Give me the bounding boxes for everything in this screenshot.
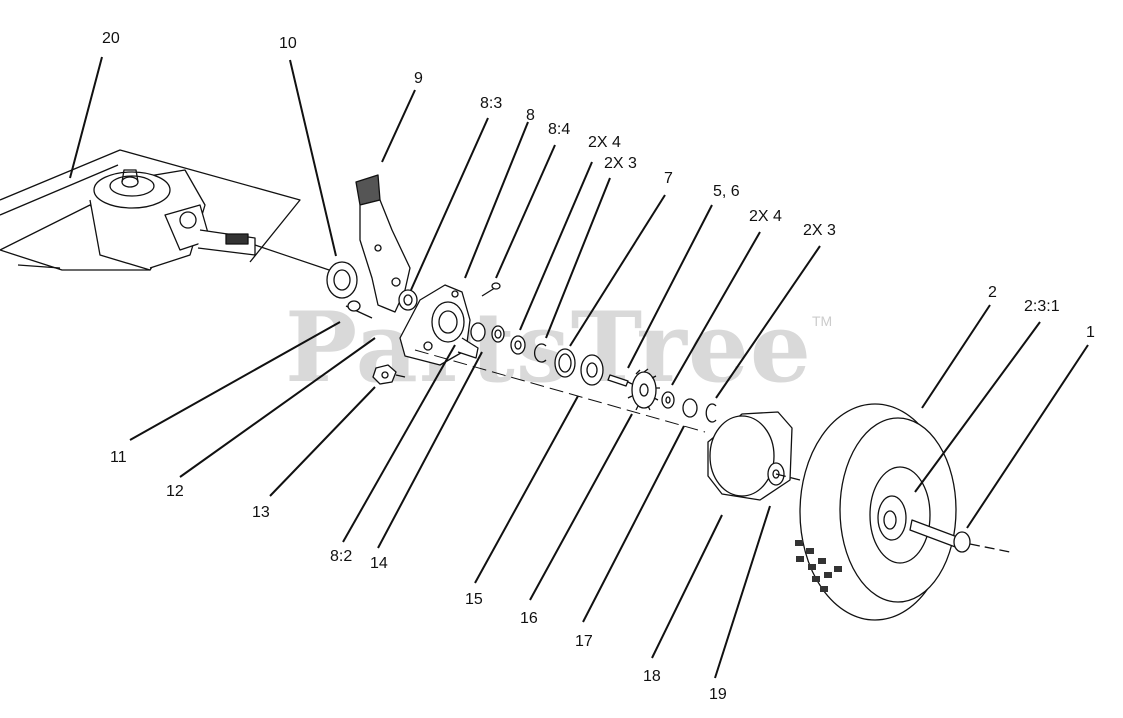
callout-8-3: 8:3 xyxy=(480,95,503,112)
bolt xyxy=(345,300,373,319)
callout-2x4-left: 2X 4 xyxy=(588,134,621,151)
callout-8-2: 8:2 xyxy=(330,548,353,565)
drive-key xyxy=(607,374,629,387)
callout-13: 13 xyxy=(252,504,270,521)
callout-12: 12 xyxy=(166,483,184,500)
axle-centerline xyxy=(414,349,706,433)
bearing-15 xyxy=(580,354,604,386)
height-adjust-bracket xyxy=(355,174,411,313)
callout-8-4: 8:4 xyxy=(548,121,571,138)
flat-washer-2 xyxy=(510,335,526,355)
pivot-bushing xyxy=(398,289,418,311)
callout-14: 14 xyxy=(370,555,388,572)
watermark-trademark: TM xyxy=(812,313,833,329)
leader-lines xyxy=(69,56,1089,679)
callout-2x4-right: 2X 4 xyxy=(749,208,782,225)
callout-17: 17 xyxy=(575,633,593,650)
retaining-clip-2 xyxy=(705,403,717,423)
callout-16: 16 xyxy=(520,610,538,627)
gear-seal xyxy=(554,348,576,378)
watermark-text: PartsTree xyxy=(285,291,812,404)
hex-nut xyxy=(372,364,406,385)
callout-7: 7 xyxy=(664,170,673,187)
spacer-17 xyxy=(682,398,698,418)
callout-8: 8 xyxy=(526,107,535,124)
flat-washer-1 xyxy=(491,325,505,343)
callout-5-6: 5, 6 xyxy=(713,183,740,200)
flat-washer-3 xyxy=(661,391,675,409)
callout-1: 1 xyxy=(1086,324,1095,341)
transmission-housing xyxy=(0,149,336,273)
callout-11: 11 xyxy=(110,449,127,466)
rear-wheel xyxy=(795,403,957,621)
gear-housing-plate xyxy=(399,284,479,366)
callout-10: 10 xyxy=(279,35,297,52)
callout-18: 18 xyxy=(643,668,661,685)
callout-2x3-right: 2X 3 xyxy=(803,222,836,239)
callout-19: 19 xyxy=(709,686,727,703)
spacer-washer xyxy=(326,261,358,299)
callout-20: 20 xyxy=(102,30,120,47)
callout-2-3-1: 2:3:1 xyxy=(1024,298,1060,315)
callout-2x3-left: 2X 3 xyxy=(604,155,637,172)
callout-2: 2 xyxy=(988,284,997,301)
housing-screw xyxy=(481,282,501,297)
retaining-clip-1 xyxy=(534,343,547,363)
callout-15: 15 xyxy=(465,591,483,608)
pinion-gear xyxy=(627,368,660,411)
inner-bearing xyxy=(470,322,486,342)
wheel-drive-cup xyxy=(707,411,801,501)
axle-bolt xyxy=(909,519,1011,553)
callout-9: 9 xyxy=(414,70,423,87)
